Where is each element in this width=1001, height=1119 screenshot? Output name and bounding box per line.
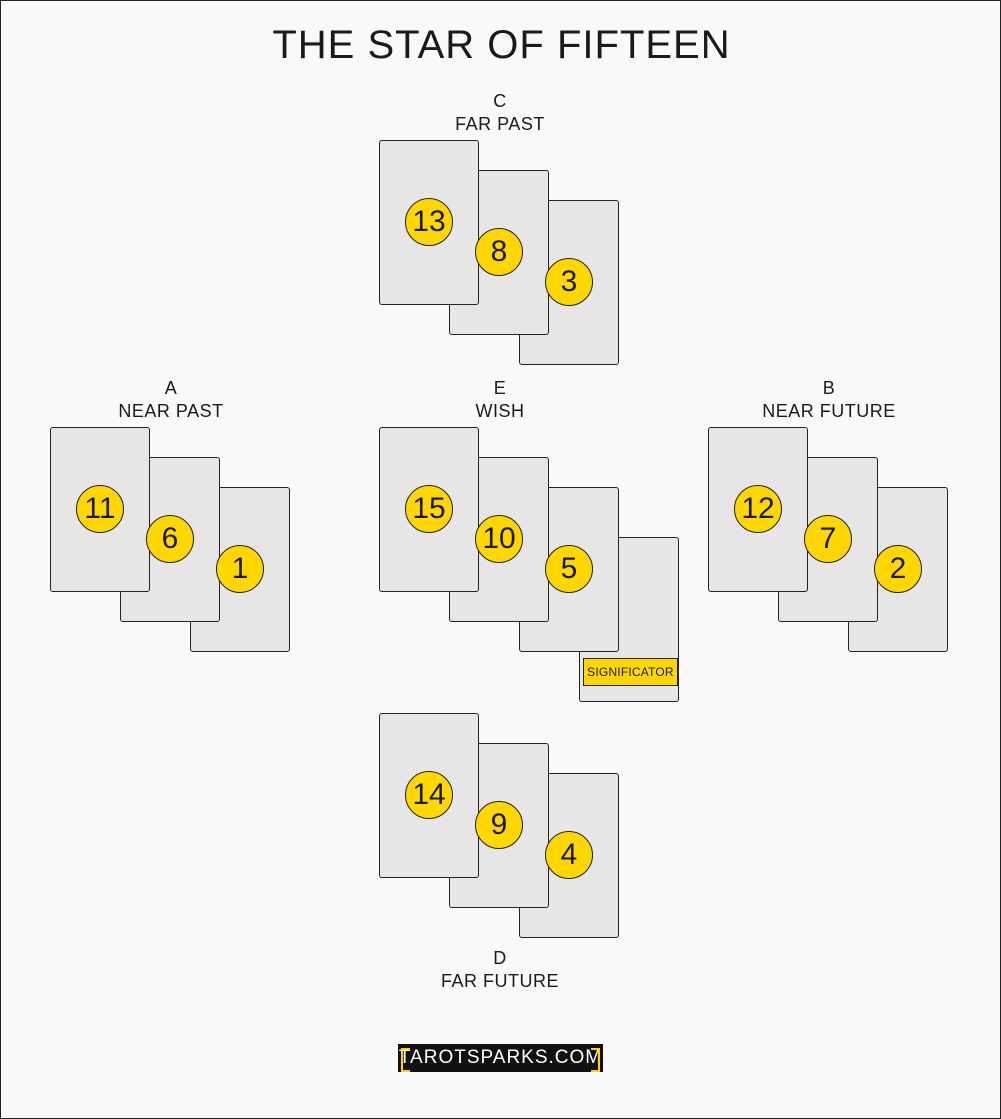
group-a-name: NEAR PAST xyxy=(118,401,224,421)
card-number-3: 3 xyxy=(545,258,593,306)
group-d-label: D FAR FUTURE xyxy=(370,947,630,993)
group-d-name: FAR FUTURE xyxy=(440,971,559,991)
card-number-12: 12 xyxy=(734,485,782,533)
page-title: THE STAR OF FIFTEEN xyxy=(272,23,731,67)
group-e-label: E WISH xyxy=(370,377,630,423)
site-logo: TAROTSPARKS.COM xyxy=(398,1044,603,1072)
group-c-letter: C xyxy=(493,91,507,111)
card-number-14: 14 xyxy=(405,771,453,819)
group-d-letter: D xyxy=(493,948,507,968)
group-a-label: A NEAR PAST xyxy=(41,377,301,423)
group-e-name: WISH xyxy=(475,401,525,421)
group-c-label: C FAR PAST xyxy=(370,90,630,136)
card-number-10: 10 xyxy=(475,515,523,563)
group-e-letter: E xyxy=(493,378,507,398)
card-number-7: 7 xyxy=(804,515,852,563)
card-number-2: 2 xyxy=(874,545,922,593)
group-a-letter: A xyxy=(164,378,178,398)
card-number-8: 8 xyxy=(475,228,523,276)
group-b-name: NEAR FUTURE xyxy=(762,401,896,421)
logo-bracket-left xyxy=(401,1048,410,1072)
card-number-5: 5 xyxy=(545,545,593,593)
logo-bracket-right xyxy=(591,1048,600,1072)
group-c-name: FAR PAST xyxy=(455,114,545,134)
group-b-label: B NEAR FUTURE xyxy=(699,377,959,423)
group-b-letter: B xyxy=(822,378,836,398)
card-number-6: 6 xyxy=(146,515,194,563)
logo-text: TAROTSPARKS.COM xyxy=(398,1047,603,1068)
card-number-13: 13 xyxy=(405,198,453,246)
significator-label: SIGNIFICATOR xyxy=(583,658,678,686)
card-number-15: 15 xyxy=(405,485,453,533)
card-number-1: 1 xyxy=(216,545,264,593)
card-number-4: 4 xyxy=(545,831,593,879)
card-number-11: 11 xyxy=(76,485,124,533)
card-number-9: 9 xyxy=(475,801,523,849)
